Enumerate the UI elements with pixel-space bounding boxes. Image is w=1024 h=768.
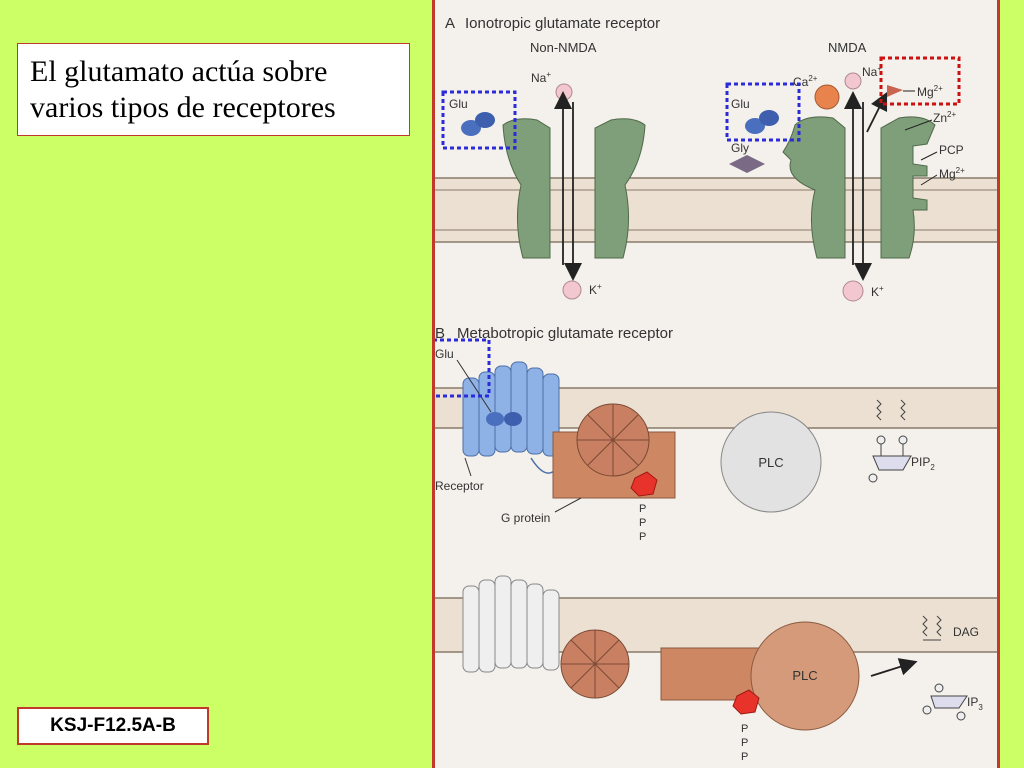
non-nmda-glu-highlight-box <box>441 90 517 150</box>
receptor-pointer <box>464 457 472 477</box>
nmda-glutamate-molecule <box>745 110 779 134</box>
non-nmda-na-label: Na+ <box>531 70 551 85</box>
slide-title-line-1: El glutamato actúa sobre <box>30 55 328 88</box>
nmda-mg-label: Mg2+ <box>939 166 965 181</box>
non-nmda-k-label: K+ <box>589 282 602 297</box>
g-protein-wheel-2 <box>560 629 630 699</box>
nmda-mg-pointer <box>920 174 938 186</box>
nmda-mg-top-label: Mg2+ <box>917 84 943 99</box>
nmda-mg-highlight-box <box>879 56 961 106</box>
nmda-pcp-pointer <box>920 151 938 161</box>
g-protein-pointer <box>554 497 582 513</box>
metabotropic-glu-pointer <box>456 359 492 413</box>
panel-b-title: Metabotropic glutamate receptor <box>457 325 673 342</box>
nmda-k-ion <box>842 280 864 302</box>
metabotropic-glu-highlight-box <box>435 338 491 398</box>
metabotropic-receptor <box>462 361 560 457</box>
plc-active <box>750 621 860 731</box>
plc-inactive <box>720 411 822 513</box>
ip3-label: IP3 <box>967 695 983 712</box>
non-nmda-na-ion <box>555 83 573 101</box>
nmda-subunit-left <box>782 116 846 259</box>
ip3-molecule <box>922 683 968 721</box>
slide-title-line-2: varios tipos de receptores <box>30 91 336 124</box>
plc-active-label: PLC <box>792 668 817 683</box>
nmda-ca-ion <box>814 84 840 110</box>
nmda-k-label: K+ <box>871 284 884 299</box>
nmda-zn-pointer <box>904 119 933 131</box>
g-protein-label: G protein <box>501 511 550 525</box>
pip2-label: PIP2 <box>911 455 935 472</box>
nmda-mg-top-site <box>887 85 903 97</box>
g-protein-wheel <box>576 403 650 477</box>
g-protein-phosphate-3: P <box>639 531 646 543</box>
nmda-glu-highlight-box <box>725 82 801 142</box>
nmda-na-ion <box>844 72 862 90</box>
non-nmda-subunit-left <box>502 118 551 259</box>
non-nmda-k-ion <box>562 280 582 300</box>
pip2-molecule <box>868 399 912 483</box>
nmda-label: NMDA <box>828 40 867 55</box>
panel-a-title: Ionotropic glutamate receptor <box>465 15 660 32</box>
dag-molecule <box>922 615 942 641</box>
reference-label: KSJ-F12.5A-B <box>17 707 209 745</box>
receptor-linker <box>530 457 556 474</box>
nmda-pcp-label: PCP <box>939 143 964 157</box>
g-protein-phosphate-2: P <box>639 517 646 529</box>
g-alpha-phosphate-2: P <box>741 737 748 749</box>
plc-product-arrow <box>870 658 918 677</box>
inactive-receptor <box>462 575 560 673</box>
non-nmda-label: Non-NMDA <box>530 40 597 55</box>
nmda-glu-label: Glu <box>731 97 750 111</box>
nmda-na-label: Na+ <box>862 64 882 79</box>
nmda-zn-label: Zn2+ <box>933 110 956 125</box>
panel-b-letter: B <box>435 325 445 342</box>
nmda-glycine-molecule <box>729 155 765 173</box>
receptor-figure: A Ionotropic glutamate receptor Non-NMDA… <box>432 0 1000 768</box>
plc-inactive-label: PLC <box>758 455 783 470</box>
nmda-gly-label: Gly <box>731 141 749 155</box>
g-alpha-phosphate-3: P <box>741 751 748 763</box>
panel-a-letter: A <box>445 15 455 32</box>
g-alpha-phosphate-red <box>732 689 760 715</box>
metabotropic-glu-label: Glu <box>435 347 454 361</box>
g-protein-phosphate-red <box>630 471 658 497</box>
receptor-diagram: A Ionotropic glutamate receptor Non-NMDA… <box>435 15 997 763</box>
non-nmda-subunit-right <box>594 118 646 259</box>
non-nmda-glu-label: Glu <box>449 97 468 111</box>
nmda-ca-label: Ca2+ <box>793 74 818 89</box>
non-nmda-glutamate-molecule <box>461 112 495 136</box>
dag-label: DAG <box>953 625 979 639</box>
nmda-subunit-right <box>880 116 936 259</box>
g-alpha-phosphate-1: P <box>741 723 748 735</box>
nmda-mg-block-arrow <box>866 91 888 133</box>
receptor-label: Receptor <box>435 479 484 493</box>
slide-title-box: El glutamato actúa sobre varios tipos de… <box>17 43 410 136</box>
g-protein-phosphate-1: P <box>639 503 646 515</box>
